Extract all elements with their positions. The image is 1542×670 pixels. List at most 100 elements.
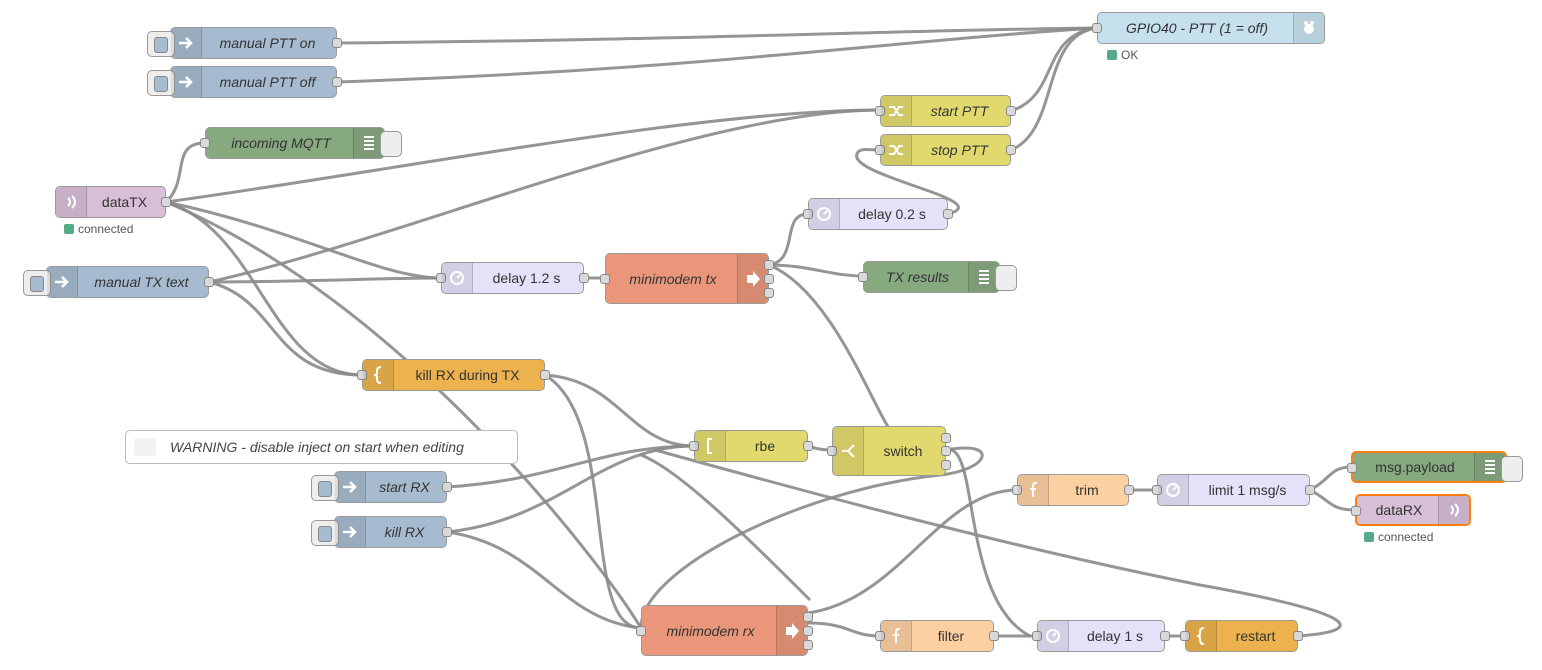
input-port[interactable]: [600, 274, 610, 284]
minimodem-rx-node[interactable]: minimodem rx: [636, 605, 813, 656]
node-label: rbe: [754, 438, 776, 454]
input-port[interactable]: [875, 631, 885, 641]
curly-brace-icon: [363, 360, 394, 390]
wire: [165, 108, 881, 204]
input-port[interactable]: [803, 209, 813, 219]
input-port[interactable]: [1347, 463, 1357, 473]
output-port[interactable]: [442, 527, 452, 537]
output-port-2[interactable]: [941, 446, 951, 456]
wire: [446, 530, 642, 630]
curly-brace-icon: [1186, 621, 1217, 651]
input-port[interactable]: [636, 626, 646, 636]
input-port[interactable]: [1092, 23, 1102, 33]
wire: [639, 446, 984, 629]
comment-icon: [134, 438, 156, 456]
node-label: dataRX: [1375, 502, 1423, 518]
debug-toggle-button[interactable]: [1501, 456, 1523, 482]
stop-ptt-node[interactable]: stop PTT: [875, 134, 1016, 166]
node-label: delay 1.2 s: [492, 270, 561, 286]
delay-0-2-node[interactable]: delay 0.2 s: [803, 198, 953, 230]
list-lines-icon: [968, 262, 999, 292]
inject-button[interactable]: [23, 270, 51, 296]
datarx-node[interactable]: dataRX: [1351, 494, 1471, 526]
output-port-stdout[interactable]: [803, 612, 813, 622]
output-port[interactable]: [803, 441, 813, 451]
output-port[interactable]: [540, 370, 550, 380]
output-port[interactable]: [989, 631, 999, 641]
status-dot: [1364, 532, 1374, 542]
input-port[interactable]: [689, 441, 699, 451]
input-port[interactable]: [200, 138, 210, 148]
output-port-rc[interactable]: [803, 640, 813, 650]
tx-results-node[interactable]: TX results: [858, 261, 1017, 293]
start-rx-node[interactable]: start RX: [311, 471, 452, 503]
debug-toggle-button[interactable]: [995, 265, 1017, 291]
manual-ptt-on-node[interactable]: manual PTT on: [147, 27, 342, 59]
inject-button[interactable]: [147, 70, 175, 96]
input-port[interactable]: [1012, 485, 1022, 495]
inject-button[interactable]: [311, 475, 339, 501]
output-port[interactable]: [579, 273, 589, 283]
minimodem-tx-node[interactable]: minimodem tx: [600, 253, 774, 304]
output-port[interactable]: [332, 38, 342, 48]
msg-payload-node[interactable]: msg.payload: [1347, 451, 1523, 483]
output-port-1[interactable]: [941, 433, 951, 443]
input-port[interactable]: [1180, 631, 1190, 641]
output-port[interactable]: [1124, 485, 1134, 495]
node-label: start RX: [379, 479, 430, 495]
delay-1-node[interactable]: delay 1 s: [1032, 620, 1170, 652]
inject-button[interactable]: [147, 31, 175, 57]
output-port-rc[interactable]: [764, 288, 774, 298]
radio-waves-icon: [56, 187, 87, 217]
trim-node[interactable]: trim: [1012, 474, 1134, 506]
warning-comment[interactable]: WARNING - disable inject on start when e…: [125, 430, 518, 464]
delay-1-2-node[interactable]: delay 1.2 s: [436, 262, 589, 294]
timer-icon: [442, 263, 473, 293]
function-f-icon: [881, 621, 912, 651]
start-ptt-node[interactable]: start PTT: [875, 95, 1016, 127]
timer-icon: [809, 199, 840, 229]
manual-ptt-off-node[interactable]: manual PTT off: [147, 66, 342, 98]
inject-button[interactable]: [311, 520, 339, 546]
node-label: kill RX: [384, 524, 425, 540]
wire: [544, 373, 695, 448]
output-port[interactable]: [442, 482, 452, 492]
wire: [945, 448, 1031, 638]
debug-toggle-button[interactable]: [380, 131, 402, 157]
output-port[interactable]: [204, 277, 214, 287]
output-port-stderr[interactable]: [764, 274, 774, 284]
switch-node[interactable]: switch: [827, 426, 951, 476]
shuffle-icon: [881, 96, 912, 126]
output-port[interactable]: [1293, 631, 1303, 641]
manual-tx-text-node[interactable]: manual TX text: [23, 266, 214, 298]
input-port[interactable]: [436, 273, 446, 283]
input-port[interactable]: [875, 106, 885, 116]
output-port-stdout[interactable]: [764, 260, 774, 270]
kill-rx-node[interactable]: kill RX: [311, 516, 452, 548]
input-port[interactable]: [858, 272, 868, 282]
output-port[interactable]: [1006, 106, 1016, 116]
input-port[interactable]: [875, 145, 885, 155]
output-port[interactable]: [1305, 485, 1315, 495]
filter-node[interactable]: filter: [875, 620, 999, 652]
output-port[interactable]: [1006, 145, 1016, 155]
output-port[interactable]: [943, 209, 953, 219]
output-port[interactable]: [161, 197, 171, 207]
output-port-stderr[interactable]: [803, 626, 813, 636]
output-port[interactable]: [1160, 631, 1170, 641]
kill-rx-during-tx-node[interactable]: kill RX during TX: [357, 359, 550, 391]
rbe-node[interactable]: rbe: [689, 430, 813, 462]
input-port[interactable]: [1351, 506, 1361, 516]
input-port[interactable]: [357, 370, 367, 380]
input-port[interactable]: [827, 446, 837, 456]
limit-node[interactable]: limit 1 msg/s: [1152, 474, 1315, 506]
arrow-right-icon: [171, 67, 202, 97]
restart-node[interactable]: restart: [1180, 620, 1303, 652]
output-port-3[interactable]: [941, 460, 951, 470]
datatx-node[interactable]: dataTX: [55, 186, 171, 218]
input-port[interactable]: [1152, 485, 1162, 495]
output-port[interactable]: [332, 77, 342, 87]
incoming-mqtt-node[interactable]: incoming MQTT: [200, 127, 402, 159]
gpio40-ptt-node[interactable]: GPIO40 - PTT (1 = off): [1092, 12, 1325, 44]
input-port[interactable]: [1032, 631, 1042, 641]
